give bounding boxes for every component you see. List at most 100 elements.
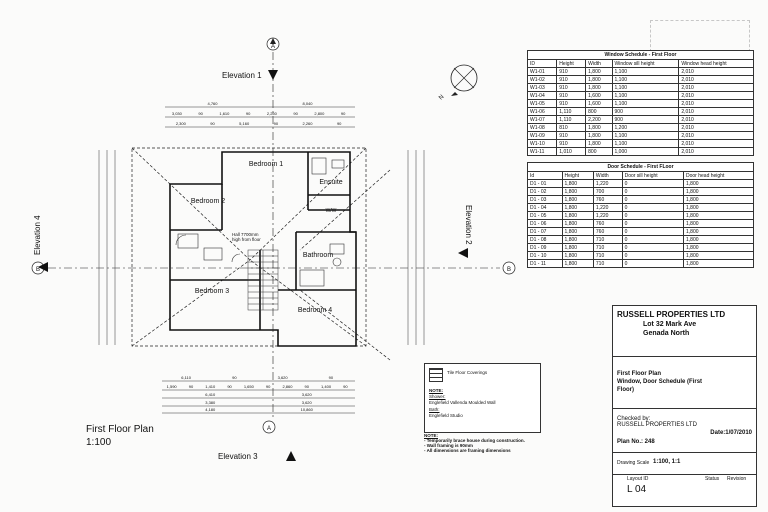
table-cell: 760 (592, 219, 623, 228)
table-cell: 0 (621, 251, 685, 260)
table-cell: 2,010 (678, 91, 754, 100)
table-cell: W1-04 (526, 91, 558, 100)
table-cell: 1,800 (683, 203, 754, 212)
table-cell: 1,800 (561, 203, 594, 212)
dimension-label: 3,620 (302, 400, 313, 405)
table-cell: 1,800 (683, 259, 754, 268)
door_schedule-col-header: Door sill height (621, 171, 685, 180)
table-cell: 1,010 (556, 147, 587, 156)
table-cell: 1,100 (611, 139, 680, 148)
dimension-label: 90 (232, 375, 237, 380)
dimension-label: 90 (210, 121, 215, 126)
dimension-label: 1,590 (167, 384, 178, 389)
dimension-label: 10,860 (301, 407, 314, 412)
table-cell: 900 (611, 115, 680, 124)
table-cell: D1 - 11 (527, 259, 563, 268)
table-cell: 1,220 (592, 211, 623, 220)
dimension-lines (98, 106, 425, 414)
legend-title: Tile Floor Coverings (447, 370, 488, 375)
table-cell: 1,800 (561, 187, 594, 196)
legend-bath-value: Englefield Studio (429, 413, 463, 418)
window_schedule-col-header: Width (585, 59, 613, 68)
drawing-scale-value: 1:100, 1:1 (653, 459, 681, 465)
table-cell: D1 - 02 (527, 187, 563, 196)
section-b-label-left: B (36, 267, 40, 273)
dimension-label: 90 (343, 384, 348, 389)
table-cell: D1 - 10 (527, 251, 563, 260)
table-cell: 1,800 (585, 83, 613, 92)
table-cell: 1,600 (585, 99, 613, 108)
dimension-label: 90 (189, 384, 194, 389)
table-cell: 0 (621, 235, 685, 244)
dimension-label: 90 (266, 384, 271, 389)
table-cell: W1-03 (526, 83, 558, 92)
table-cell: 1,600 (585, 91, 613, 100)
table-cell: 0 (621, 179, 685, 188)
table-cell: 1,800 (683, 187, 754, 196)
table-cell: 1,200 (611, 123, 680, 132)
dimension-label: 90 (305, 384, 310, 389)
plan-scale: 1:100 (86, 437, 111, 448)
walls (169, 151, 357, 347)
construction-notes: NOTE: - Temporarily brace house during c… (424, 433, 544, 453)
staircase (247, 249, 279, 311)
legend-shower-label: Shower: (429, 394, 446, 399)
table-cell: 1,800 (561, 235, 594, 244)
dimension-label: 5,160 (239, 121, 250, 126)
table-cell: W1-09 (526, 131, 558, 140)
table-cell: 2,010 (678, 83, 754, 92)
table-cell: D1 - 01 (527, 179, 563, 188)
dimension-label: 90 (246, 111, 251, 116)
table-cell: W1-05 (526, 99, 558, 108)
dimension-label: 90 (341, 111, 346, 116)
section-marker-a-bottom (262, 420, 276, 434)
room-bedroom-1: Bedroom 1 (249, 161, 283, 168)
table-cell: 800 (585, 147, 613, 156)
table-cell: 0 (621, 195, 685, 204)
table-cell: 1,800 (683, 243, 754, 252)
table-cell: 1,110 (556, 107, 587, 116)
drawing-scale-label: Drawing Scale (617, 460, 650, 466)
dimension-label: 90 (293, 111, 298, 116)
table-cell: 760 (592, 195, 623, 204)
dimension-label: 6,110 (181, 375, 191, 380)
table-cell: 2,010 (678, 75, 754, 84)
door_schedule-col-header: Door head height (683, 171, 754, 180)
dimension-label: 90 (337, 121, 342, 126)
table-cell: D1 - 09 (527, 243, 563, 252)
room-walk-in-wardrobe: W/W (326, 208, 337, 214)
layout-id-label: Layout ID (627, 476, 649, 482)
roof-outline (131, 147, 367, 347)
table-cell: 710 (592, 243, 623, 252)
table-cell: 2,200 (585, 115, 613, 124)
table-cell: 1,220 (592, 203, 623, 212)
table-cell: 2,010 (678, 123, 754, 132)
table-cell: 0 (621, 243, 685, 252)
legend-bath-label: Bath: (429, 407, 440, 412)
tile-hatch-icon (429, 368, 443, 382)
fixtures (175, 157, 345, 287)
door_schedule-col-header: Id (527, 171, 563, 180)
section-a-label-top: A (271, 44, 275, 50)
table-cell: 1,800 (585, 131, 613, 140)
section-a-label-bottom: A (267, 426, 271, 432)
table-cell: D1 - 07 (527, 227, 563, 236)
table-cell: 910 (556, 131, 587, 140)
table-cell: W1-01 (526, 67, 558, 76)
table-cell: 1,100 (611, 91, 680, 100)
elevation-1-arrow (268, 70, 278, 80)
dimension-label: 90 (227, 384, 232, 389)
table-cell: 910 (556, 67, 587, 76)
table-cell: 1,800 (585, 123, 613, 132)
window_schedule-col-header: Height (556, 59, 587, 68)
table-cell: 1,800 (683, 195, 754, 204)
table-cell: 1,100 (611, 83, 680, 92)
table-cell: 0 (621, 259, 685, 268)
